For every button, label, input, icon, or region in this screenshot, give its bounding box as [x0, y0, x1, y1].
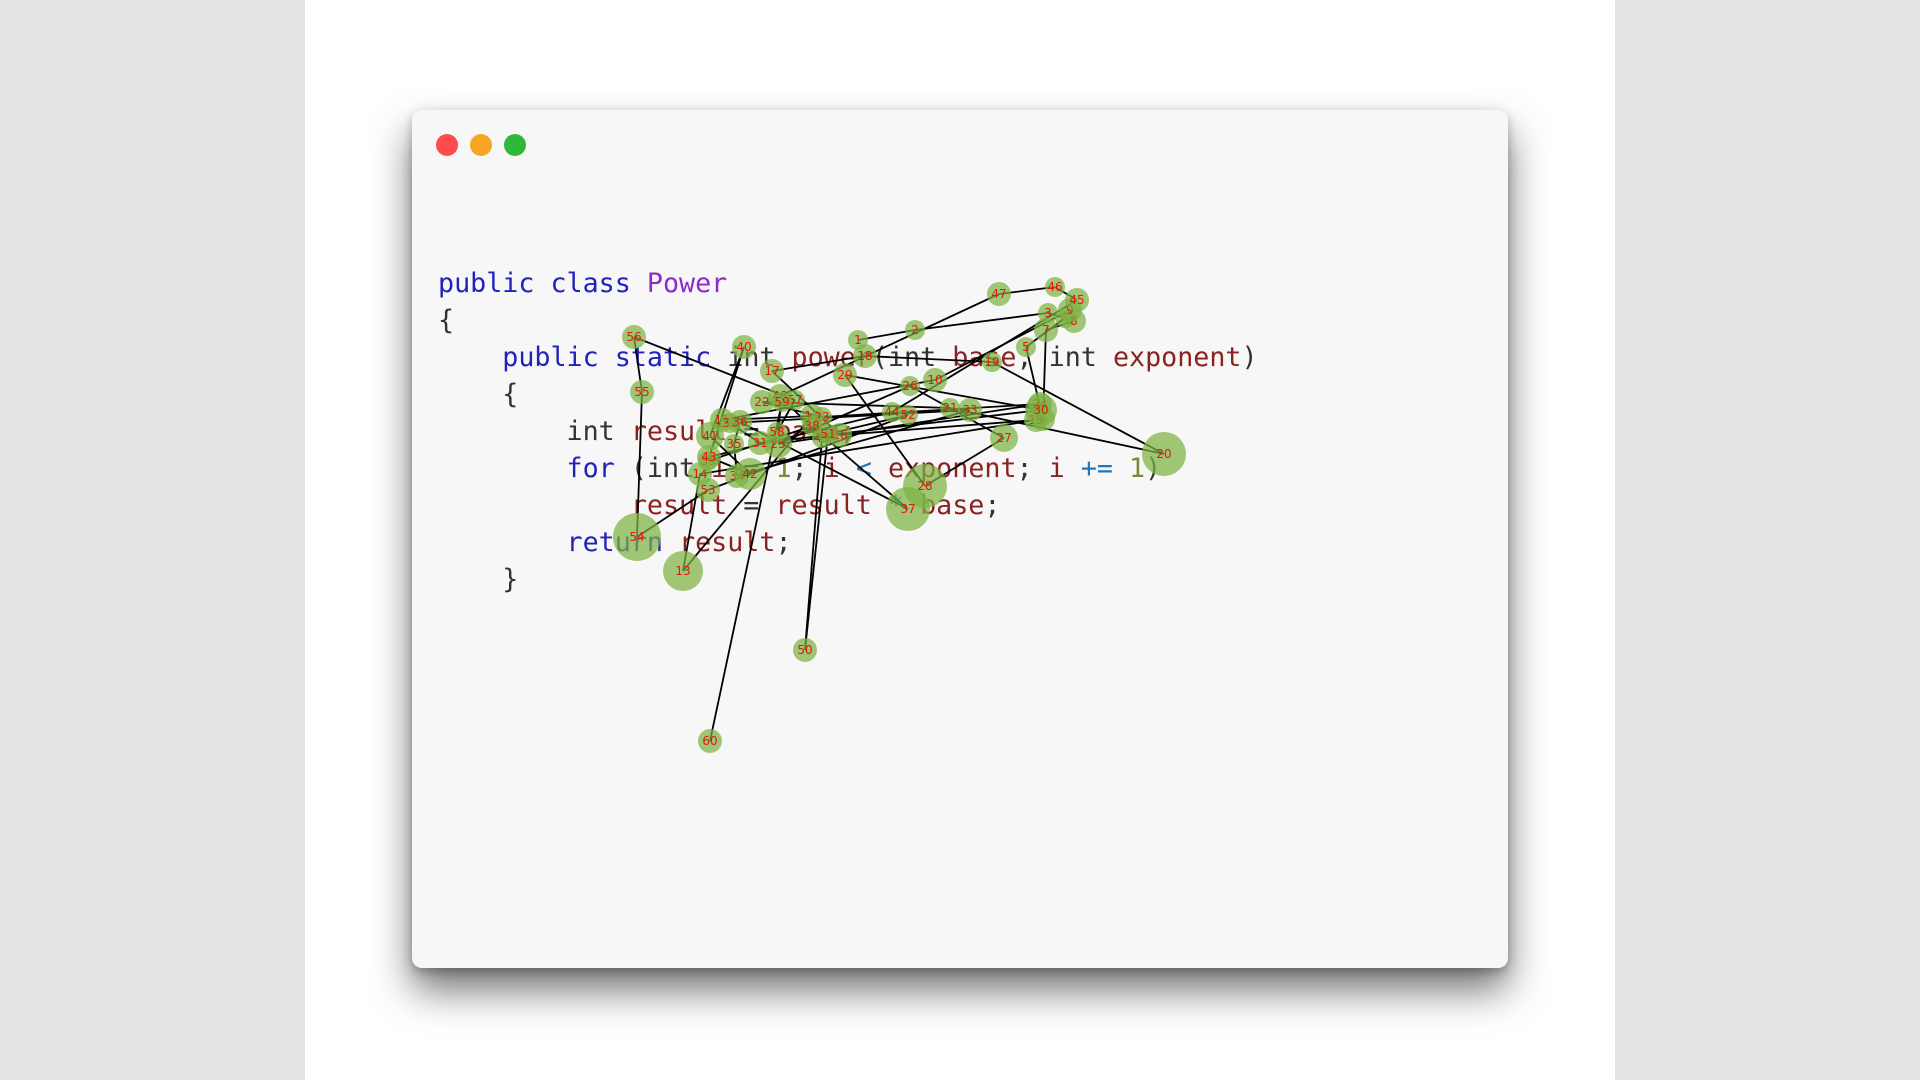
code-editor-window: public class Power{ public static int po… [412, 110, 1508, 968]
code-token [438, 527, 567, 558]
code-token: ; [839, 416, 856, 447]
code-line: { [438, 302, 1258, 339]
code-line: { [438, 376, 1258, 413]
code-token: base [952, 342, 1017, 373]
code-token: ; [775, 527, 792, 558]
code-token [663, 527, 679, 558]
code-token [711, 342, 727, 373]
code-token: public [502, 342, 599, 373]
code-token: } [438, 564, 519, 595]
code-token: ( [614, 453, 647, 484]
code-token: return [566, 527, 663, 558]
close-window-button[interactable] [436, 134, 458, 156]
code-token [438, 342, 502, 373]
code-token: result [775, 490, 872, 521]
code-token: * [887, 490, 904, 521]
code-token: ) [1241, 342, 1258, 373]
code-token [904, 490, 920, 521]
code-token: int [727, 342, 776, 373]
code-token [615, 416, 631, 447]
code-token [1097, 342, 1113, 373]
code-token: int [646, 453, 696, 484]
code-line [438, 228, 1258, 265]
code-token [872, 453, 888, 484]
code-token [872, 490, 888, 521]
code-token [631, 268, 647, 299]
code-token: int [887, 342, 937, 373]
code-token: exponent [1112, 342, 1242, 373]
code-token: result [630, 416, 728, 447]
code-token: { [438, 379, 519, 410]
code-token: = [727, 416, 776, 447]
code-token [775, 342, 791, 373]
code-token: int [1048, 342, 1097, 373]
code-token: base [775, 416, 840, 447]
code-token [599, 342, 615, 373]
code-token: i [1048, 453, 1065, 484]
code-line: public class Power [438, 265, 1258, 302]
code-token: base [920, 490, 985, 521]
code-token: for [566, 453, 615, 484]
code-token: result [679, 527, 776, 558]
code-token: int [566, 416, 615, 447]
code-token: public [438, 268, 535, 299]
code-token: Power [646, 268, 728, 299]
code-token: ; [984, 490, 1001, 521]
code-token: i [823, 453, 840, 484]
code-token: exponent [887, 453, 1017, 484]
code-token: { [438, 305, 455, 336]
code-token [936, 342, 952, 373]
code-token: = [727, 453, 776, 484]
code-token [534, 268, 550, 299]
code-token: ( [871, 342, 888, 373]
code-token: result [630, 490, 728, 521]
code-token [695, 453, 711, 484]
code-token [438, 453, 567, 484]
code-line: for (int i = 1; i < exponent; i += 1) [438, 450, 1258, 487]
code-token: i [711, 453, 728, 484]
maximize-window-button[interactable] [504, 134, 526, 156]
code-line: result = result * base; [438, 487, 1258, 524]
code-token [438, 416, 567, 447]
minimize-window-button[interactable] [470, 134, 492, 156]
code-token: += [1080, 453, 1113, 484]
code-token: ; [1016, 453, 1049, 484]
code-block: public class Power{ public static int po… [438, 228, 1258, 598]
code-token [438, 490, 631, 521]
code-token: < [855, 453, 872, 484]
code-line: public static int power(int base, int ex… [438, 339, 1258, 376]
code-token: static [614, 342, 712, 373]
code-line: } [438, 561, 1258, 598]
code-token: 1 [775, 453, 792, 484]
code-token: ) [1145, 453, 1162, 484]
code-token [840, 453, 856, 484]
code-token: = [727, 490, 776, 521]
code-token: power [791, 342, 872, 373]
code-line: int result = base; [438, 413, 1258, 450]
code-token [1065, 453, 1081, 484]
code-line: return result; [438, 524, 1258, 561]
code-token: ; [791, 453, 824, 484]
code-token: 1 [1129, 453, 1146, 484]
code-token: class [550, 268, 631, 299]
code-token: , [1016, 342, 1049, 373]
code-token [1113, 453, 1129, 484]
